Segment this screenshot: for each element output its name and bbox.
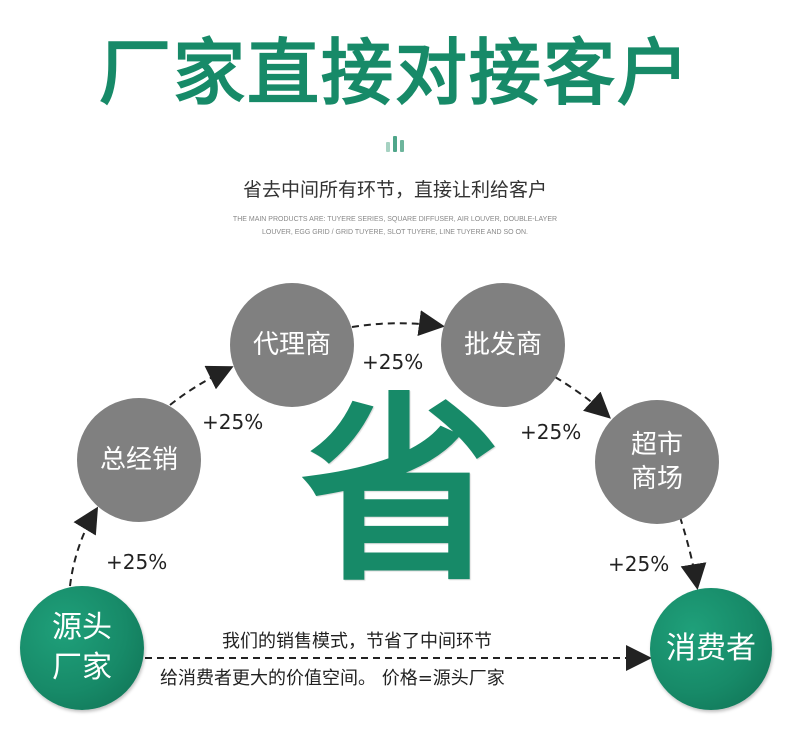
node-distributor-label: 总经销 [99, 445, 178, 475]
save-character: 省 [300, 376, 501, 609]
node-source-factory: 源头 厂家 [20, 586, 144, 710]
node-source-line2: 厂家 [52, 650, 112, 685]
node-mall: 超市 商场 [595, 400, 719, 524]
markup-label-4: +25% [520, 420, 582, 444]
description-line-2: LOUVER, EGG GRID / GRID TUYERE, SLOT TUY… [262, 229, 528, 236]
node-mall-line2: 商场 [630, 464, 683, 494]
node-agent-label: 代理商 [252, 330, 331, 360]
bar-decoration-icon [386, 136, 406, 152]
node-mall-line1: 超市 [630, 430, 683, 460]
node-wholesaler-label: 批发商 [463, 330, 542, 360]
page-title: 厂家直接对接客户 [98, 31, 691, 115]
node-agent: 代理商 [230, 283, 354, 407]
markup-label-3: +25% [362, 350, 424, 374]
node-consumer: 消费者 [650, 588, 772, 710]
products-description: THE MAIN PRODUCTS ARE: TUYERE SERIES, SQ… [180, 213, 610, 239]
node-consumer-label: 消费者 [666, 631, 756, 666]
node-wholesaler: 批发商 [441, 283, 565, 407]
markup-label-5: +25% [608, 552, 670, 576]
node-source-line1: 源头 [52, 610, 112, 645]
arrow-source-to-distributor [69, 506, 99, 587]
arrow-distributor-to-agent [169, 365, 234, 406]
description-line-1: THE MAIN PRODUCTS ARE: TUYERE SERIES, SQ… [232, 216, 558, 223]
arrow-mall-to-consumer [679, 516, 707, 590]
direct-model-text-top: 我们的销售模式，节省了中间环节 [222, 631, 492, 652]
subtitle: 省去中间所有环节，直接让利给客户 [242, 179, 547, 201]
arrow-agent-to-wholesaler [351, 310, 445, 337]
direct-model-text-bottom: 给消费者更大的价值空间。 价格=源头厂家 [160, 668, 505, 689]
arrow-wholesaler-to-mall [554, 376, 611, 419]
markup-label-2: +25% [202, 410, 264, 434]
node-distributor: 总经销 [77, 398, 201, 522]
markup-label-1: +25% [106, 550, 168, 574]
